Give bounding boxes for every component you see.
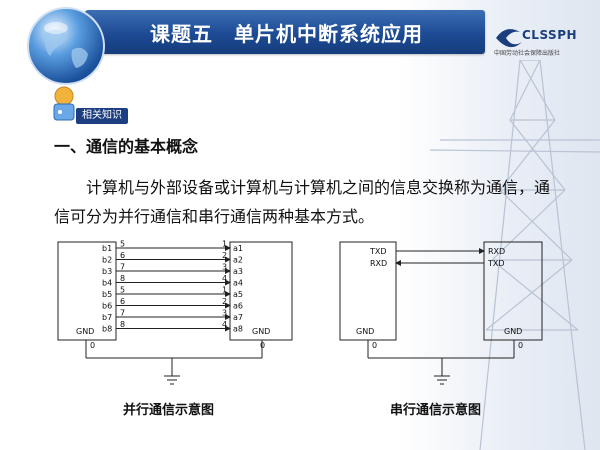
intro-text: 计算机与外部设备或计算机与计算机之间的信息交换称为通信，通信可分为并行通信和串行… (54, 178, 551, 226)
serial-right-device (483, 241, 543, 341)
parallel-zero-right: 0 (260, 341, 265, 350)
page-title: 课题五 单片机中断系统应用 (150, 22, 423, 46)
parallel-left-label: b7 (102, 313, 112, 322)
knowledge-icon (53, 86, 75, 121)
serial-gnd-left: GND (356, 327, 374, 336)
intro-paragraph: 计算机与外部设备或计算机与计算机之间的信息交换称为通信，通信可分为并行通信和串行… (54, 173, 554, 231)
parallel-diagram (57, 241, 293, 341)
related-knowledge-badge: 相关知识 (76, 108, 128, 124)
parallel-right-label: a6 (233, 302, 243, 311)
parallel-right-label: a5 (233, 290, 243, 299)
serial-right-label-1: RXD (488, 247, 505, 256)
parallel-right-label: a8 (233, 325, 243, 334)
parallel-right-label: a4 (233, 279, 243, 288)
parallel-left-pin: 5 (120, 286, 125, 295)
parallel-left-label: b2 (102, 256, 112, 265)
parallel-gnd-left: GND (76, 327, 94, 336)
parallel-right-pin: 1 (222, 286, 227, 295)
parallel-right-pin: 4 (222, 274, 227, 283)
parallel-zero-left: 0 (90, 341, 95, 350)
parallel-left-device (57, 241, 117, 341)
parallel-left-label: b5 (102, 290, 112, 299)
parallel-left-pin: 5 (120, 240, 125, 249)
serial-zero-left: 0 (372, 341, 377, 350)
parallel-ground (85, 340, 263, 385)
parallel-left-label: b8 (102, 325, 112, 334)
header-bar (85, 10, 485, 54)
background-gradient (400, 0, 600, 450)
serial-zero-right: 0 (518, 341, 523, 350)
section-title: 一、通信的基本概念 (54, 137, 199, 156)
parallel-right-pin: 1 (222, 240, 227, 249)
serial-left-label-1: TXD (369, 247, 387, 256)
parallel-right-label: a3 (233, 267, 243, 276)
parallel-right-label: a7 (233, 313, 243, 322)
logo-subtitle: 中国劳动社会保障出版社 (494, 50, 561, 57)
parallel-gnd-right: GND (252, 327, 270, 336)
parallel-right-pin: 4 (222, 320, 227, 329)
parallel-data-lines (116, 245, 231, 332)
parallel-left-label: b3 (102, 267, 112, 276)
power-tower-image (429, 60, 600, 450)
parallel-left-label: b6 (102, 302, 112, 311)
logo-text: CLSSPH (522, 28, 578, 42)
serial-right-label-2: TXD (487, 259, 505, 268)
publisher-logo (496, 29, 522, 48)
parallel-right-pin: 2 (222, 251, 227, 260)
serial-left-device (339, 241, 397, 341)
parallel-left-label: b1 (102, 244, 112, 253)
parallel-right-pin: 2 (222, 297, 227, 306)
serial-left-label-2: RXD (370, 259, 387, 268)
parallel-left-label: b4 (102, 279, 112, 288)
parallel-right-label: a2 (233, 256, 243, 265)
serial-gnd-right: GND (504, 327, 522, 336)
parallel-left-pin: 7 (120, 309, 125, 318)
parallel-left-pin: 7 (120, 263, 125, 272)
globe-icon (27, 7, 105, 85)
parallel-right-pin: 3 (222, 309, 227, 318)
communication-diagrams: GND GND 0 0 b1 5 1 a1 b2 6 2 a2 b3 7 3 a3 b4 8 4 a4 b5 5 1… (57, 240, 543, 418)
parallel-caption: 并行通信示意图 (123, 402, 214, 418)
parallel-left-pin: 8 (120, 274, 125, 283)
parallel-left-pin: 6 (120, 297, 125, 306)
parallel-right-pin: 3 (222, 263, 227, 272)
parallel-left-pin: 6 (120, 251, 125, 260)
parallel-right-label: a1 (233, 244, 243, 253)
parallel-left-pin: 8 (120, 320, 125, 329)
serial-diagram (339, 241, 543, 385)
serial-caption: 串行通信示意图 (390, 402, 481, 418)
